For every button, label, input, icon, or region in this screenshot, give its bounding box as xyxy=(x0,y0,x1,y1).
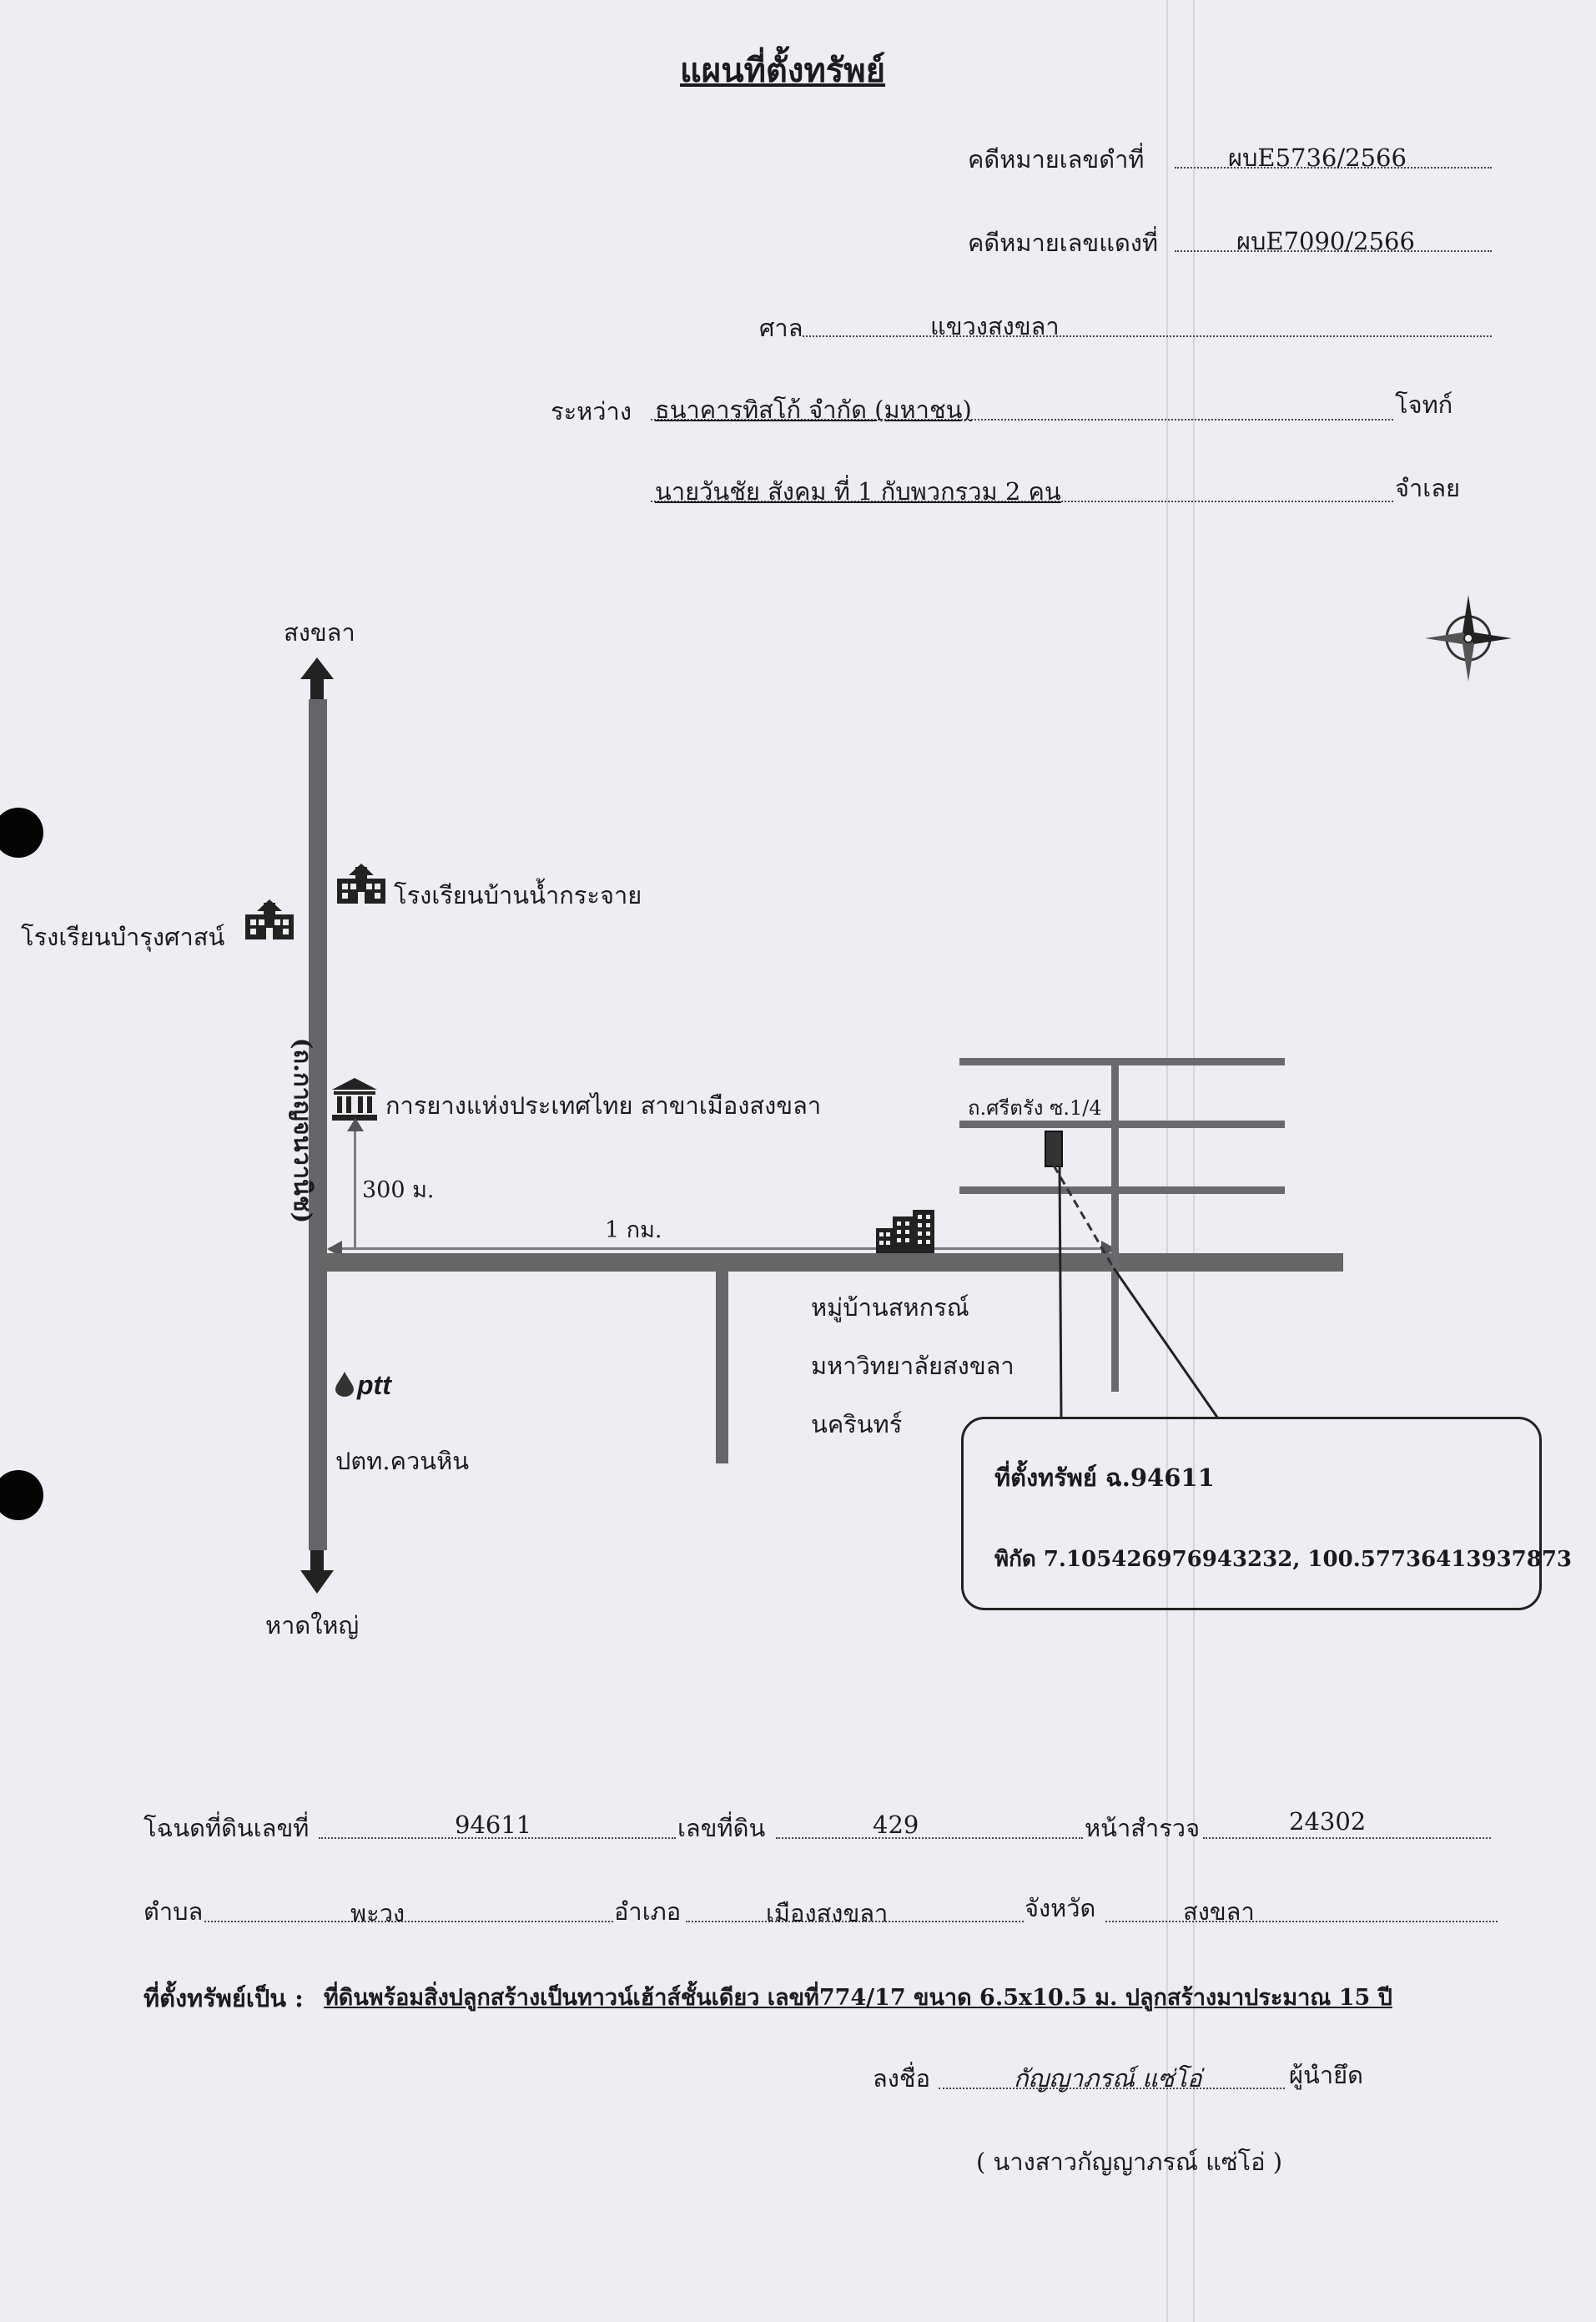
bank-label: การยางแห่งประเทศไทย สาขาเมืองสงขลา xyxy=(385,1091,822,1120)
school-ban-nam-krachai: โรงเรียนบ้านน้ำกระจาย xyxy=(394,881,642,909)
north-destination: สงขลา xyxy=(284,618,355,647)
ptt-logo: ptt xyxy=(357,1370,391,1400)
page-title: แผนที่ตั้งทรัพย์ xyxy=(680,51,886,90)
village-street xyxy=(959,1058,1285,1065)
arrow-down-icon xyxy=(300,1550,334,1594)
dotted-line xyxy=(939,2088,1285,2089)
subdistrict-value: พะวง xyxy=(350,1899,405,1927)
side-road xyxy=(327,1253,1343,1272)
case-black-label: คดีหมายเลขดำที่ xyxy=(968,145,1145,174)
deed-value: 94611 xyxy=(455,1811,532,1839)
case-black-value: ผบE5736/2566 xyxy=(1228,144,1407,172)
arrow-up-icon xyxy=(300,657,334,699)
dotted-line xyxy=(204,1921,613,1922)
school-icon xyxy=(245,899,294,939)
dotted-line xyxy=(651,501,1393,502)
south-destination: หาดใหญ่ xyxy=(265,1611,360,1640)
paper-fold xyxy=(1193,0,1195,2322)
compass-icon xyxy=(1425,595,1512,682)
distance-300m: 300 ม. xyxy=(362,1177,435,1203)
survey-label: หน้าสำรวจ xyxy=(1085,1814,1201,1842)
property-label: ที่ตั้งทรัพย์เป็น : xyxy=(143,1984,304,2012)
village-label-line3: นครินทร์ xyxy=(811,1410,903,1438)
province-value: สงขลา xyxy=(1183,1897,1255,1926)
plaintiff-name: ธนาคารทิสโก้ จำกัด (มหาชน) xyxy=(655,395,972,424)
location-coordinates: พิกัด 7.105426976943232, 100.57736413937… xyxy=(994,1547,1573,1572)
punch-hole xyxy=(0,1470,43,1520)
ptt-station-label: ปตท.ควนหิน xyxy=(335,1447,470,1475)
school-bamrung-sat: โรงเรียนบำรุงศาสน์ xyxy=(21,923,225,951)
court-value: แขวงสงขลา xyxy=(930,312,1060,340)
dimension-line-300m xyxy=(354,1125,356,1248)
dotted-line xyxy=(1105,1921,1498,1922)
village-label-line2: มหาวิทยาลัยสงขลา xyxy=(811,1352,1014,1380)
dotted-line xyxy=(1203,1837,1491,1839)
defendant-name: นายวันชัย สังคม ที่ 1 กับพวกรวม 2 คน xyxy=(655,477,1061,506)
district-label: อำเภอ xyxy=(614,1897,682,1926)
between-label: ระหว่าง xyxy=(551,397,632,426)
distance-1km: 1 กม. xyxy=(605,1217,662,1243)
buildings-icon xyxy=(876,1210,934,1253)
plaintiff-role: โจทก์ xyxy=(1395,390,1453,419)
dotted-line xyxy=(686,1921,1024,1922)
land-no-value: 429 xyxy=(873,1811,919,1839)
dotted-line xyxy=(1175,250,1492,252)
sign-label: ลงชื่อ xyxy=(873,2064,931,2093)
province-label: จังหวัด xyxy=(1025,1894,1096,1922)
case-red-value: ผบE7090/2566 xyxy=(1236,227,1415,255)
village-street xyxy=(959,1121,1285,1128)
location-callout xyxy=(961,1417,1542,1610)
property-description: ที่ดินพร้อมสิ่งปลูกสร้างเป็นทาวน์เฮ้าส์ช… xyxy=(324,1985,1392,2011)
village-label-line1: หมู่บ้านสหกรณ์ xyxy=(811,1293,969,1322)
defendant-role: จำเลย xyxy=(1395,474,1460,502)
paper-fold xyxy=(1166,0,1168,2322)
bank-icon xyxy=(332,1078,377,1121)
district-value: เมืองสงขลา xyxy=(766,1899,889,1927)
village-street xyxy=(959,1186,1285,1194)
branch-road xyxy=(716,1272,728,1463)
soi-label: ถ.ศรีตรัง ซ.1/4 xyxy=(968,1096,1102,1120)
signature: กัญญาภรณ์ แซ่โอ่ xyxy=(1014,2064,1202,2093)
dotted-line xyxy=(319,1837,676,1839)
dotted-line xyxy=(1175,167,1492,169)
case-red-label: คดีหมายเลขแดงที่ xyxy=(968,229,1159,257)
land-no-label: เลขที่ดิน xyxy=(677,1814,766,1842)
court-label: ศาล xyxy=(759,314,803,342)
deed-label: โฉนดที่ดินเลขที่ xyxy=(143,1814,310,1842)
subdistrict-label: ตำบล xyxy=(143,1897,204,1926)
punch-hole xyxy=(0,808,43,858)
arrow-up-icon xyxy=(347,1118,364,1131)
sign-printed-name: ( นางสาวกัญญาภรณ์ แซ่โอ่ ) xyxy=(976,2148,1283,2176)
location-deed: ที่ตั้งทรัพย์ ฉ.94611 xyxy=(994,1463,1215,1492)
ptt-drop-icon xyxy=(335,1372,354,1397)
dimension-line-1km xyxy=(329,1247,1113,1250)
dotted-line xyxy=(651,419,1393,421)
school-icon xyxy=(337,864,385,904)
dotted-line xyxy=(776,1837,1083,1839)
sign-role: ผู้นำยึด xyxy=(1289,2061,1363,2089)
survey-value: 24302 xyxy=(1289,1807,1367,1836)
dotted-line xyxy=(803,335,1492,337)
main-road xyxy=(309,699,327,1550)
village-street xyxy=(1111,1058,1119,1392)
